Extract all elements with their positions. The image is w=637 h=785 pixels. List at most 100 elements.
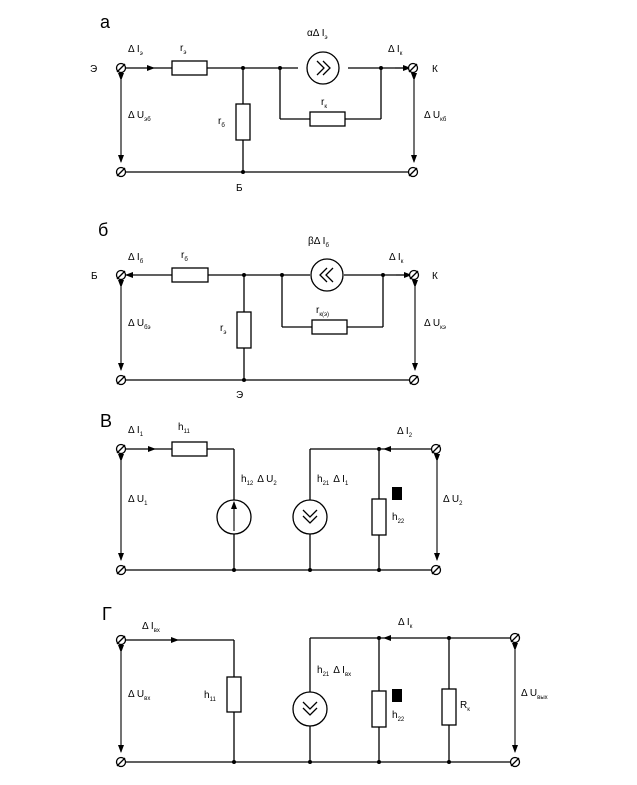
current-subscript: к — [401, 259, 404, 265]
resistor-rk — [311, 319, 348, 335]
terminal-icon — [115, 62, 127, 74]
source-subscript: б — [325, 243, 329, 249]
voltage-label: Δ U — [128, 318, 144, 329]
terminal-icon — [408, 374, 420, 386]
junction-dot — [377, 760, 381, 764]
svg-text:rк(э): rк(э) — [316, 305, 329, 318]
svg-text:Δ I2: Δ I2 — [397, 426, 413, 439]
junction-dot — [242, 378, 246, 382]
source-label: h — [317, 474, 323, 485]
voltage-label: Δ U — [128, 494, 144, 505]
source-label: h — [241, 474, 247, 485]
svg-text:αΔ Iэ: αΔ Iэ — [307, 28, 328, 41]
source-subscript: э — [324, 35, 327, 41]
resistor-subscript: к — [324, 104, 327, 110]
junction-dot — [241, 66, 245, 70]
svg-text:Δ Uкб: Δ Uкб — [424, 110, 447, 123]
resistor-label: h — [392, 710, 398, 721]
current-subscript: к — [410, 624, 413, 630]
junction-dot — [377, 636, 381, 640]
node-e-label: Э — [236, 390, 243, 401]
resistor-subscript: б — [221, 123, 225, 129]
resistor-subscript: к — [467, 707, 470, 713]
source-label: αΔ I — [307, 28, 324, 39]
terminal-icon — [430, 443, 442, 455]
svg-text:Δ Uвых: Δ Uвых — [521, 688, 548, 701]
terminal-icon — [407, 62, 419, 74]
terminal-icon — [115, 756, 127, 768]
voltage-subscript: 2 — [459, 501, 463, 507]
current-label: Δ I — [388, 44, 400, 55]
panel-c: В — [100, 411, 463, 576]
source-chevron — [319, 267, 328, 283]
resistor-label: R — [460, 700, 467, 711]
resistor-h22 — [371, 690, 387, 728]
svg-text:rб: rб — [218, 116, 225, 129]
svg-text:βΔ Iб: βΔ Iб — [308, 236, 329, 249]
voltage-label: Δ U — [443, 494, 459, 505]
voltage-subscript: кэ — [440, 325, 446, 331]
svg-text:Δ Uбэ: Δ Uбэ — [128, 318, 151, 331]
svg-text:h11: h11 — [178, 422, 190, 435]
resistor-label: r — [321, 97, 325, 108]
svg-text:Δ Iб: Δ Iб — [128, 252, 144, 265]
current-label: Δ I — [398, 617, 410, 628]
resistor-label: r — [180, 43, 184, 54]
source-subscript: 12 — [247, 481, 254, 487]
source-chevron — [316, 60, 325, 76]
svg-text:rк: rк — [321, 97, 327, 110]
black-marker — [392, 689, 402, 702]
terminal-icon — [509, 632, 521, 644]
svg-text:Δ Iк: Δ Iк — [388, 44, 403, 57]
resistor-subscript: к(э) — [319, 312, 329, 318]
junction-dot — [379, 66, 383, 70]
source-label-tail: Δ I — [333, 665, 345, 676]
voltage-label: Δ U — [128, 110, 144, 121]
voltage-subscript: кб — [440, 117, 447, 123]
source-chevron — [302, 701, 318, 710]
resistor-subscript: б — [184, 257, 188, 263]
junction-dot — [381, 273, 385, 277]
svg-text:Δ Iк: Δ Iк — [398, 617, 413, 630]
current-source-icon — [310, 258, 344, 292]
voltage-label: Δ U — [424, 318, 440, 329]
source-label: h — [317, 665, 323, 676]
source-chevron — [302, 707, 318, 716]
svg-text:Δ Uэб: Δ Uэб — [128, 110, 151, 123]
svg-text:Δ U2: Δ U2 — [443, 494, 463, 507]
node-k-label: К — [432, 271, 438, 282]
svg-text:Δ I1: Δ I1 — [128, 425, 144, 438]
source-subscript: 21 — [323, 481, 330, 487]
resistor-label: r — [316, 305, 320, 316]
terminal-icon — [115, 443, 127, 455]
panel-d-letter: Г — [102, 604, 112, 624]
svg-text:Δ U1: Δ U1 — [128, 494, 148, 507]
svg-text:rэ: rэ — [220, 323, 226, 336]
junction-dot — [280, 273, 284, 277]
resistor-subscript: э — [223, 330, 226, 336]
voltage-subscript: вых — [537, 695, 548, 701]
current-label: Δ I — [389, 252, 401, 263]
voltage-subscript: эб — [144, 117, 151, 123]
terminal-icon — [115, 166, 127, 178]
resistor-re — [236, 311, 252, 349]
resistor-rk — [309, 111, 346, 127]
current-subscript: б — [140, 259, 144, 265]
current-subscript: 1 — [140, 432, 144, 438]
current-label: Δ I — [142, 621, 154, 632]
panel-a: а Э К Б — [90, 12, 447, 194]
resistor-h11 — [171, 441, 208, 457]
panel-d: Г — [102, 604, 548, 768]
source-label-tail: Δ I — [333, 474, 345, 485]
terminal-icon — [115, 634, 127, 646]
source-subscript: 21 — [323, 672, 330, 678]
panel-b-letter: б — [98, 220, 108, 240]
current-subscript: э — [140, 51, 143, 57]
source-subscript: вх — [345, 672, 351, 678]
node-e-label: Э — [90, 64, 97, 75]
junction-dot — [377, 447, 381, 451]
